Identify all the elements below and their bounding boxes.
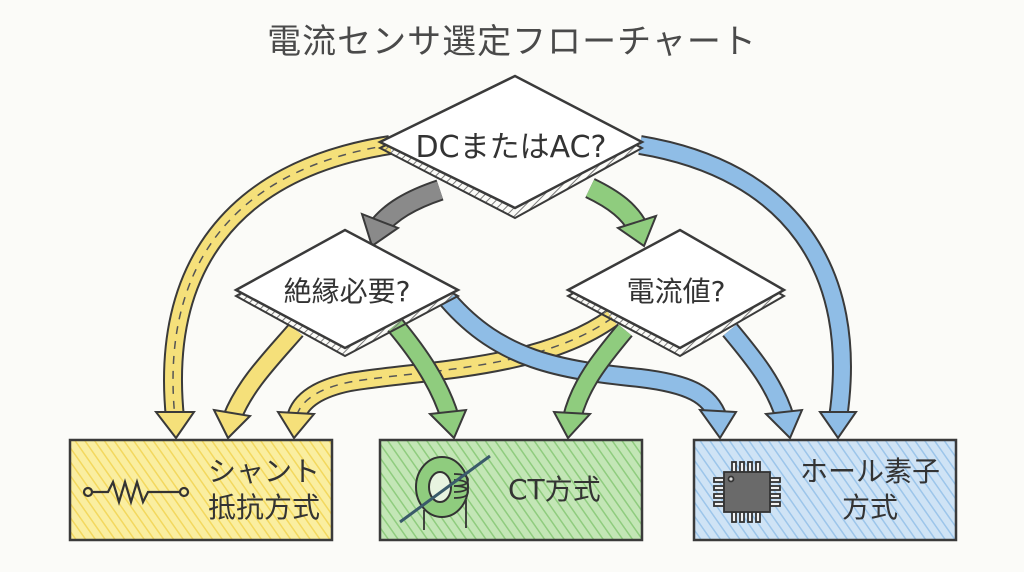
decision-insulation-label: 絶縁必要? xyxy=(283,275,411,308)
decision-current-label: 電流値? xyxy=(626,275,726,308)
arrow-current-to-hall xyxy=(722,323,804,440)
decision-current xyxy=(565,228,787,358)
outcome-hall-line1: ホール素子 xyxy=(800,455,941,488)
decision-root xyxy=(377,74,645,220)
outcome-label-hall: ホール素子 方式 xyxy=(800,454,940,526)
arrow-root-to-shunt xyxy=(153,135,392,440)
toroid-coil-icon xyxy=(399,454,491,530)
ic-chip-icon xyxy=(713,461,781,523)
outcome-ct-line1: CT方式 xyxy=(508,473,601,506)
page-title: 電流センサ選定フローチャート xyxy=(267,22,757,62)
arrow-root-to-hall xyxy=(638,135,858,440)
outcome-box-shunt xyxy=(68,438,334,542)
arrow-current-to-ct xyxy=(552,323,633,440)
arrow-root-to-current xyxy=(585,178,658,248)
outcome-hall-line2: 方式 xyxy=(842,491,899,524)
arrow-insulation-to-hall xyxy=(440,293,738,440)
outcome-shunt-line2: 抵抗方式 xyxy=(208,491,321,524)
decision-root-label: DCまたはAC? xyxy=(415,130,607,165)
arrow-root-to-insulation xyxy=(360,179,444,248)
decision-insulation xyxy=(233,228,461,358)
outcome-label-shunt: シャント 抵抗方式 xyxy=(208,454,320,526)
arrow-insulation-to-shunt xyxy=(212,323,304,440)
outcome-shunt-line1: シャント xyxy=(208,455,321,488)
resistor-icon xyxy=(82,478,190,506)
arrow-insulation-to-ct xyxy=(387,318,468,440)
arrow-current-to-shunt xyxy=(276,309,618,440)
outcome-label-ct: CT方式 xyxy=(508,472,601,508)
